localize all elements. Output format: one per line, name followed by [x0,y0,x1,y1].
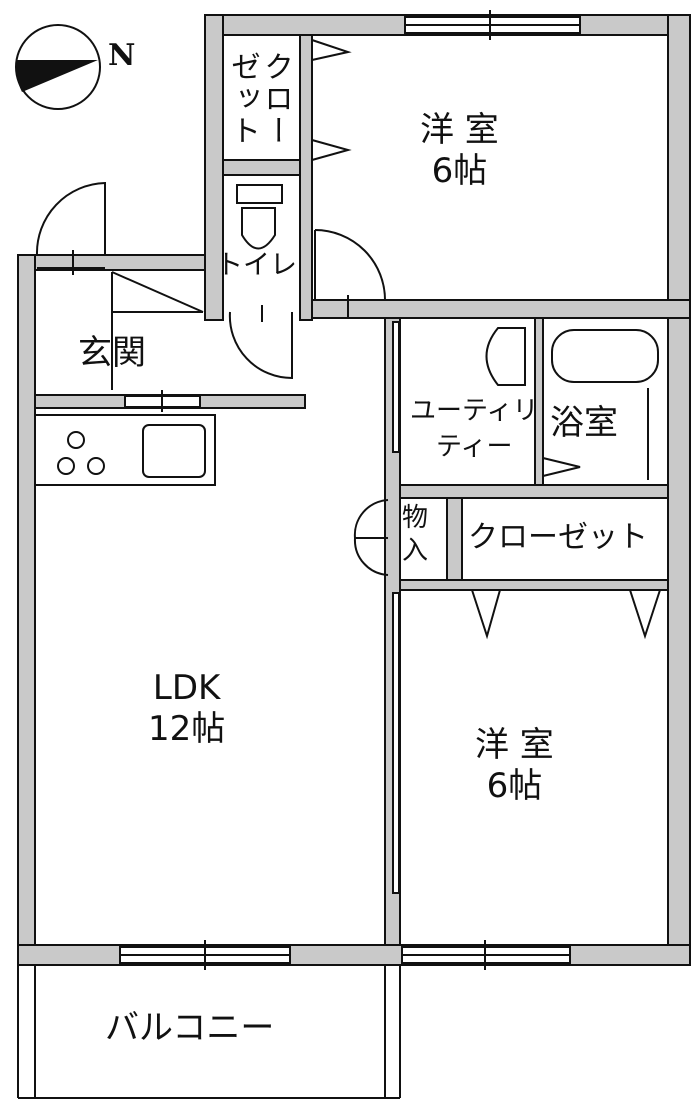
room-name: LDK [152,668,221,708]
room-size: 6帖 [486,765,543,806]
room-name-line1: ユーティリ [410,396,539,426]
room-name: 洋 室 [475,725,554,765]
room-size: 12帖 [148,708,226,749]
room-bath: 浴室 [550,403,618,443]
fixtures [17,39,661,1099]
compass-north-label: N [108,38,136,73]
room-closet-north: クローゼット [225,51,293,147]
room-storage: 物 入 [402,502,428,567]
room-ldk: LDK 12帖 [148,668,225,750]
room-closet-south: クローゼット [468,520,648,555]
windows [119,10,581,970]
room-entrance: 玄関 [78,333,146,373]
room-bedroom-north: 洋 室 6帖 [420,110,499,192]
walls [17,14,691,966]
compass-icon [15,24,101,110]
room-name-line2: 入 [402,535,429,566]
room-utility: ユーティリ ティー [410,393,538,466]
room-name: 洋 室 [420,110,499,150]
room-name-line2: ティー [436,432,513,463]
room-name-line1: 物 [402,503,429,533]
room-size: 6帖 [431,150,488,191]
room-toilet: トイレ [216,250,297,281]
room-balcony: バルコニー [105,1008,275,1048]
room-bedroom-south: 洋 室 6帖 [475,725,554,807]
